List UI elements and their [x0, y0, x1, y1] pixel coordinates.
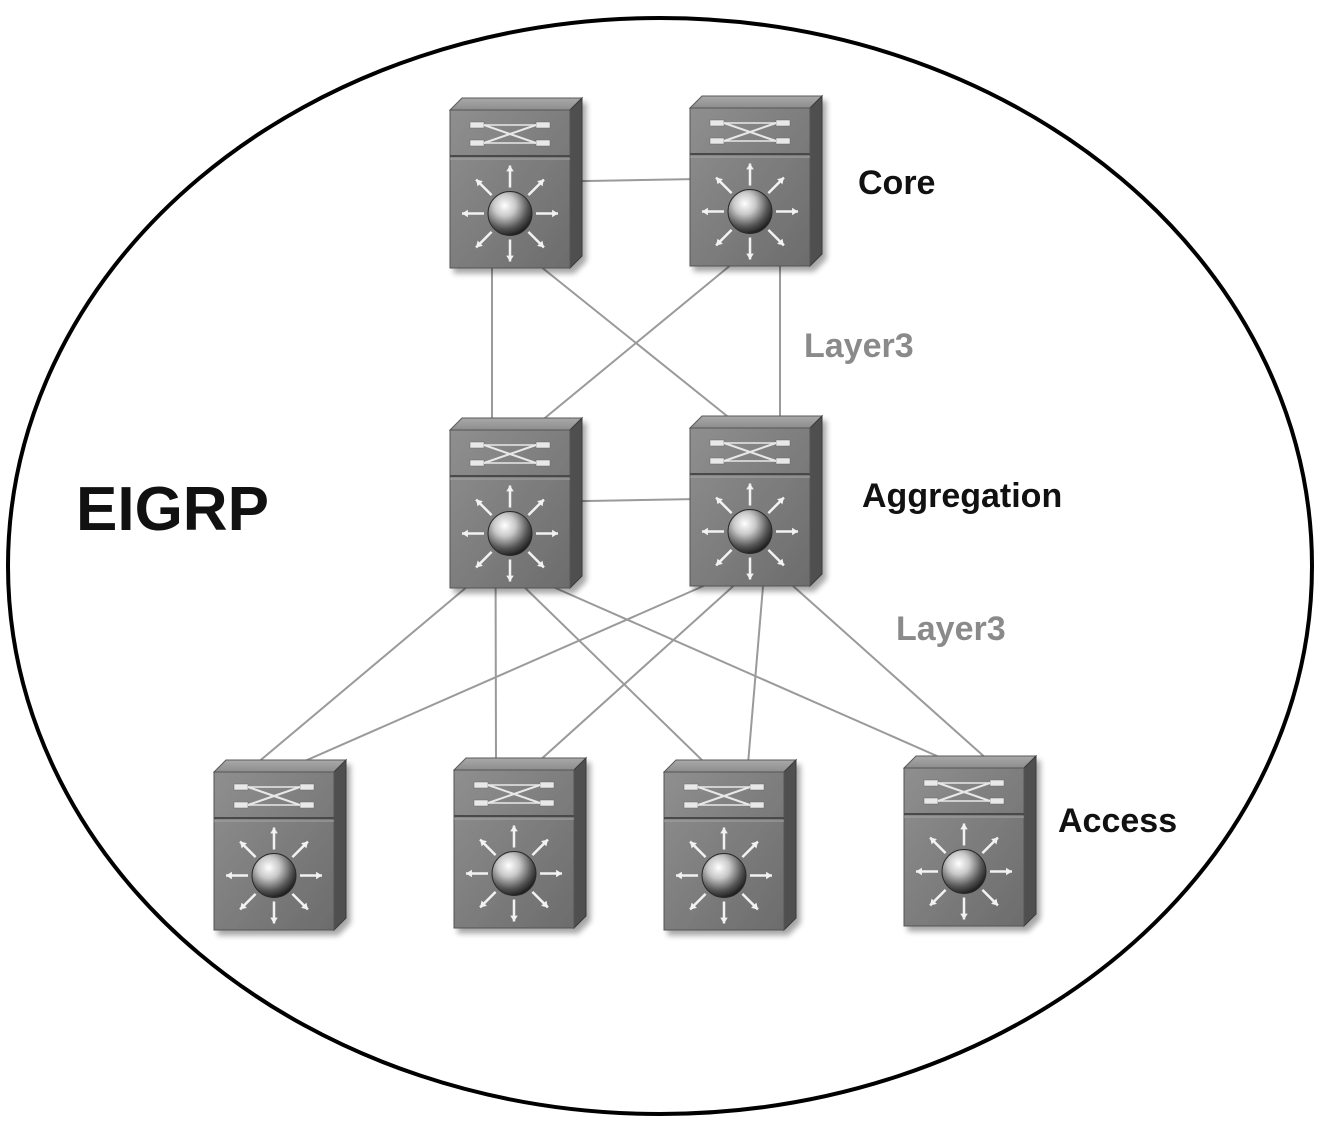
router-sphere-icon [676, 827, 772, 924]
aggregation-layer-label: Aggregation [862, 477, 1062, 515]
switch-cross-arrows-icon [683, 783, 765, 809]
layer3-switch-icon[interactable] [902, 754, 1038, 928]
network-link [747, 583, 765, 765]
aggregation-access-link-label: Layer3 [896, 610, 1006, 648]
network-link [790, 583, 989, 761]
router-sphere-icon [702, 483, 798, 580]
network-link [550, 585, 947, 761]
layer3-switch-icon[interactable] [212, 758, 348, 932]
layer3-switch-icon[interactable] [452, 756, 588, 930]
layer3-switch-icon[interactable] [688, 414, 824, 588]
switch-cross-arrows-icon [469, 121, 551, 147]
network-link [297, 583, 709, 765]
core-layer-label: Core [858, 164, 935, 202]
router-sphere-icon [466, 825, 562, 922]
switch-cross-arrows-icon [469, 441, 551, 467]
switch-cross-arrows-icon [709, 119, 791, 145]
network-link [579, 178, 693, 183]
switch-cross-arrows-icon [923, 779, 1005, 805]
access-layer-label: Access [1058, 802, 1177, 840]
network-link [522, 585, 707, 765]
layer3-switch-icon[interactable] [448, 96, 584, 270]
layer3-switch-icon[interactable] [688, 94, 824, 268]
layer3-switch-icon[interactable] [448, 416, 584, 590]
eigrp-domain-boundary [6, 16, 1314, 1116]
network-link [255, 585, 469, 765]
devices-layer [212, 94, 1038, 932]
router-sphere-icon [702, 163, 798, 260]
switch-cross-arrows-icon [233, 783, 315, 809]
network-link [539, 263, 733, 423]
network-link [537, 583, 737, 763]
router-sphere-icon [916, 823, 1012, 920]
router-sphere-icon [462, 165, 558, 262]
router-sphere-icon [462, 485, 558, 582]
router-sphere-icon [226, 827, 322, 924]
links-layer [255, 178, 989, 765]
network-link [579, 498, 693, 503]
core-aggregation-link-label: Layer3 [804, 327, 914, 365]
switch-cross-arrows-icon [709, 439, 791, 465]
protocol-label: EIGRP [76, 475, 269, 544]
switch-cross-arrows-icon [473, 781, 555, 807]
layer3-switch-icon[interactable] [662, 758, 798, 932]
